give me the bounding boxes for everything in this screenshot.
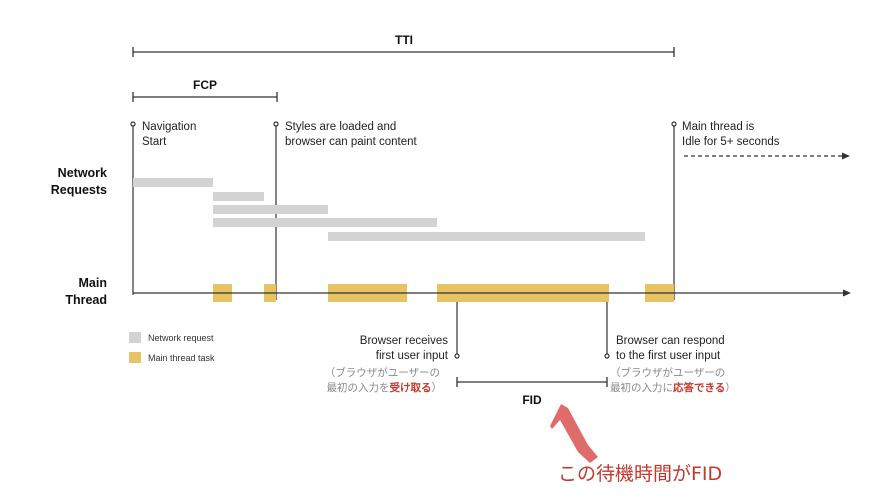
network-request-bars <box>133 178 645 241</box>
main-thread-axis <box>133 289 851 297</box>
respond-input-ja-2: 最初の入力に応答できる） <box>610 381 736 394</box>
network-request-bar <box>328 232 645 241</box>
respond-input-label-2: to the first user input <box>616 350 721 362</box>
receives-input-label-1: Browser receives <box>360 335 448 347</box>
network-request-bar <box>213 205 328 214</box>
main-thread-row-label-2: Thread <box>65 293 107 307</box>
navigation-start-label-2: Start <box>142 136 167 148</box>
network-request-bar <box>213 218 437 227</box>
network-requests-row-label-1: Network <box>58 166 107 180</box>
main-thread-idle-marker <box>671 121 677 127</box>
receives-input-ja-close: ） <box>432 382 443 394</box>
fid-bracket <box>456 377 608 387</box>
styles-loaded-label-1: Styles are loaded and <box>285 121 396 133</box>
network-request-bar <box>213 192 264 201</box>
legend: Network request Main thread task <box>129 332 215 363</box>
navigation-start-marker <box>130 121 136 127</box>
legend-main-label: Main thread task <box>148 353 215 363</box>
respond-input-ja-1: （ブラウザがユーザーの <box>610 366 725 379</box>
styles-loaded-marker <box>273 121 279 127</box>
fcp-label: FCP <box>193 78 217 92</box>
tti-bracket <box>132 47 675 57</box>
receives-input-ja-highlight: 受け取る <box>390 381 432 394</box>
network-requests-row-label-2: Requests <box>51 183 107 197</box>
receives-input-label-2: first user input <box>376 350 449 362</box>
main-thread-idle-label-2: Idle for 5+ seconds <box>682 136 780 148</box>
legend-network-swatch <box>129 332 141 343</box>
receives-input-ja-1: （ブラウザがユーザーの <box>325 366 440 379</box>
respond-input-ja-plain: 最初の入力に <box>610 381 673 394</box>
respond-input-marker <box>604 353 610 359</box>
fid-label: FID <box>522 393 542 407</box>
main-thread-idle-label-1: Main thread is <box>682 121 754 133</box>
legend-network-label: Network request <box>148 333 214 343</box>
fcp-bracket <box>132 92 278 102</box>
main-thread-row-label-1: Main <box>79 276 107 290</box>
idle-continues-arrow <box>684 152 850 160</box>
legend-main-swatch <box>129 352 141 363</box>
navigation-start-label-1: Navigation <box>142 121 196 133</box>
fid-caption: この待機時間がFID <box>558 463 722 485</box>
pointer-arrow-icon <box>550 404 598 463</box>
respond-input-ja-highlight: 応答できる <box>673 381 725 394</box>
respond-input-ja-close: ） <box>725 382 736 394</box>
styles-loaded-label-2: browser can paint content <box>285 136 417 148</box>
receives-input-marker <box>454 353 460 359</box>
tti-label: TTI <box>395 33 413 47</box>
network-request-bar <box>133 178 213 187</box>
receives-input-ja-2: 最初の入力を受け取る） <box>327 381 443 394</box>
respond-input-label-1: Browser can respond <box>616 335 725 347</box>
receives-input-ja-plain: 最初の入力を <box>327 381 390 394</box>
